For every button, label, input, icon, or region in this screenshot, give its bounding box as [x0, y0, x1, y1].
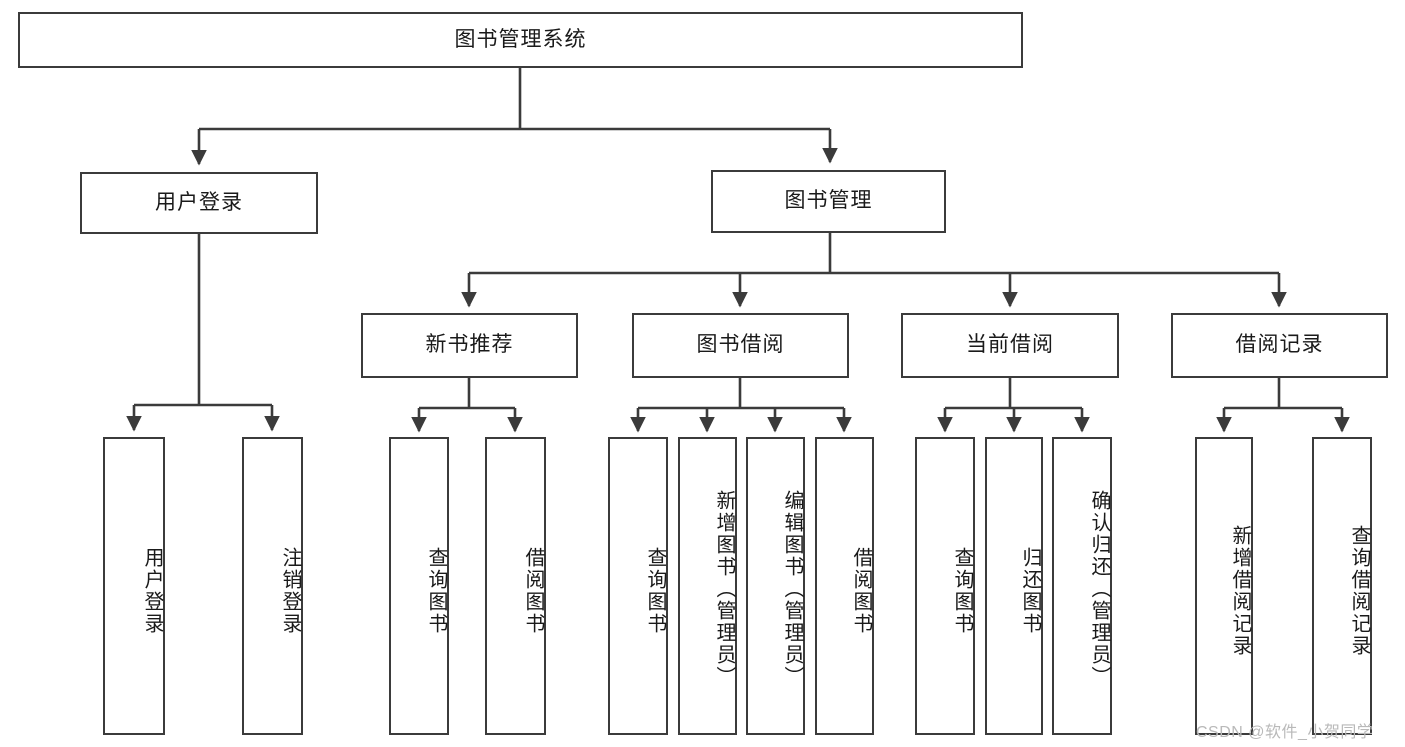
node-borrow-record[interactable]: 借阅记录	[1171, 313, 1388, 378]
leaf-borrow-record-add-record[interactable]: 新增借阅记录	[1195, 437, 1253, 735]
node-label: 查询图书	[644, 547, 666, 635]
node-label: 用户登录	[141, 547, 163, 635]
leaf-book-borrow-add-book-admin[interactable]: 新增图书（管理员）	[678, 437, 737, 735]
node-label: 编辑图书（管理员）	[781, 490, 803, 688]
node-label: 查询借阅记录	[1348, 525, 1370, 657]
node-label: 用户登录	[155, 190, 243, 214]
leaf-current-borrow-confirm-return-admin[interactable]: 确认归还（管理员）	[1052, 437, 1112, 735]
leaf-book-borrow-borrow-book[interactable]: 借阅图书	[815, 437, 874, 735]
leaf-user-login-logout[interactable]: 注销登录	[242, 437, 303, 735]
leaf-book-borrow-edit-book-admin[interactable]: 编辑图书（管理员）	[746, 437, 805, 735]
node-label: 借阅图书	[522, 547, 544, 635]
node-label: 图书管理	[784, 189, 873, 213]
node-label: 当前借阅	[966, 333, 1054, 357]
leaf-current-borrow-query-book[interactable]: 查询图书	[915, 437, 975, 735]
node-current-borrow[interactable]: 当前借阅	[901, 313, 1119, 378]
leaf-new-book-query-book[interactable]: 查询图书	[389, 437, 449, 735]
node-label: 借阅记录	[1235, 333, 1324, 357]
node-label: 图书管理系统	[454, 27, 587, 51]
leaf-book-borrow-query-book[interactable]: 查询图书	[608, 437, 668, 735]
node-label: 归还图书	[1019, 547, 1041, 635]
node-label: 注销登录	[279, 547, 301, 635]
node-label: 新书推荐	[425, 333, 514, 357]
node-label: 新增图书（管理员）	[713, 490, 735, 688]
node-book-management[interactable]: 图书管理	[711, 170, 946, 233]
node-book-borrow[interactable]: 图书借阅	[632, 313, 849, 378]
node-label: 确认归还（管理员）	[1088, 490, 1110, 688]
node-label: 查询图书	[951, 547, 973, 635]
leaf-new-book-borrow-book[interactable]: 借阅图书	[485, 437, 546, 735]
node-label: 借阅图书	[850, 547, 872, 635]
node-label: 查询图书	[425, 547, 447, 635]
node-root-book-management-system[interactable]: 图书管理系统	[18, 12, 1023, 68]
node-user-login[interactable]: 用户登录	[80, 172, 318, 234]
node-label: 新增借阅记录	[1229, 525, 1251, 657]
node-new-book-recommend[interactable]: 新书推荐	[361, 313, 578, 378]
leaf-user-login-login[interactable]: 用户登录	[103, 437, 165, 735]
leaf-current-borrow-return-book[interactable]: 归还图书	[985, 437, 1043, 735]
leaf-borrow-record-query-record[interactable]: 查询借阅记录	[1312, 437, 1372, 735]
csdn-watermark: CSDN @软件_小贺同学	[1196, 724, 1374, 741]
node-label: 图书借阅	[696, 333, 785, 357]
